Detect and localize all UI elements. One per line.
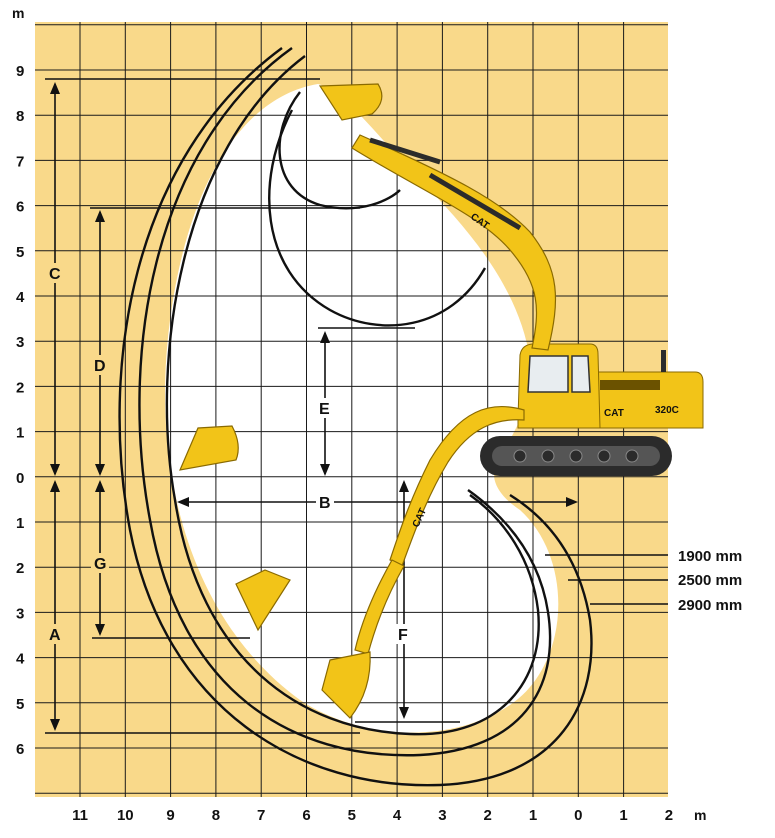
y-tick-label: 0 bbox=[16, 470, 24, 487]
arrow-g-bottom bbox=[95, 624, 105, 636]
y-tick-label: 7 bbox=[16, 153, 24, 170]
envelope-arcs bbox=[118, 47, 593, 787]
arrow-d-top bbox=[95, 210, 105, 222]
bucket-left-low bbox=[235, 569, 291, 632]
x-tick-label: 1 bbox=[619, 807, 627, 824]
upper-boom bbox=[351, 134, 557, 351]
grid-lines bbox=[35, 22, 668, 797]
y-tick-label: 1 bbox=[16, 425, 24, 442]
radius-label-2500: 2500 mm bbox=[678, 572, 742, 589]
radius-label-2900: 2900 mm bbox=[678, 597, 742, 614]
radius-leaders bbox=[545, 554, 668, 605]
y-tick-label: 6 bbox=[16, 741, 24, 758]
model-label: 320C bbox=[655, 405, 679, 416]
x-tick-label: 3 bbox=[438, 807, 446, 824]
track-rollers bbox=[513, 449, 639, 463]
lower-boom bbox=[389, 405, 525, 567]
arrow-b-right bbox=[566, 497, 578, 507]
label-d: D bbox=[94, 358, 106, 375]
body-logo: CAT bbox=[604, 408, 624, 419]
y-tick-label: 4 bbox=[16, 289, 25, 306]
y-tick-label: 3 bbox=[16, 334, 24, 351]
arc-middle bbox=[165, 55, 540, 736]
upper-boom-cylinder bbox=[369, 137, 441, 165]
label-f: F bbox=[398, 627, 408, 644]
y-axis-ticks: 9 8 7 6 5 4 3 2 1 0 1 2 3 4 5 6 bbox=[16, 63, 25, 758]
arrow-c-top bbox=[50, 82, 60, 94]
exhaust bbox=[661, 350, 666, 372]
x-tick-label: 0 bbox=[574, 807, 582, 824]
cab-window-side bbox=[571, 355, 591, 393]
x-tick-label: 11 bbox=[72, 807, 88, 824]
x-tick-label: 4 bbox=[393, 807, 402, 824]
arrow-a-bottom bbox=[50, 719, 60, 731]
x-tick-label: 10 bbox=[117, 807, 134, 824]
upper-boom-cylinder-2 bbox=[428, 172, 522, 231]
arrow-d-bottom bbox=[95, 464, 105, 476]
arrow-f-top bbox=[399, 480, 409, 492]
y-tick-label: 6 bbox=[16, 199, 24, 216]
x-tick-label: 1 bbox=[529, 807, 537, 824]
x-tick-label: 8 bbox=[212, 807, 220, 824]
y-tick-label: 2 bbox=[16, 560, 24, 577]
arrow-e-bottom bbox=[320, 464, 330, 476]
label-g: G bbox=[94, 556, 106, 573]
y-tick-label: 8 bbox=[16, 108, 24, 125]
y-tick-label: 3 bbox=[16, 605, 24, 622]
cab-window bbox=[527, 355, 569, 393]
y-tick-label: 2 bbox=[16, 379, 24, 396]
arc-inner bbox=[138, 47, 552, 757]
dimension-labels: C A D G E F B bbox=[46, 263, 413, 644]
bucket-curl-arc-top bbox=[278, 91, 401, 210]
label-c: C bbox=[49, 266, 61, 283]
x-tick-label: 2 bbox=[665, 807, 673, 824]
bucket-left-high bbox=[179, 425, 239, 471]
x-tick-label: 5 bbox=[348, 807, 356, 824]
arrow-b-left bbox=[177, 497, 189, 507]
arrow-g-top bbox=[95, 480, 105, 492]
radius-label-1900: 1900 mm bbox=[678, 548, 742, 565]
y-tick-label: 4 bbox=[16, 651, 25, 668]
x-tick-label: 2 bbox=[484, 807, 492, 824]
engine-grille bbox=[600, 380, 660, 390]
excavator: CAT 320C CAT CAT bbox=[179, 83, 704, 719]
radius-labels: 1900 mm 2500 mm 2900 mm bbox=[678, 548, 742, 614]
y-tick-label: 5 bbox=[16, 696, 24, 713]
y-tick-label: 1 bbox=[16, 515, 24, 532]
arc-outer bbox=[118, 47, 593, 787]
x-tick-label: 9 bbox=[166, 807, 174, 824]
arrow-e-top bbox=[320, 331, 330, 343]
arrow-a-top bbox=[50, 480, 60, 492]
y-tick-label: 5 bbox=[16, 244, 24, 261]
lower-bucket bbox=[321, 651, 371, 719]
label-a: A bbox=[49, 627, 61, 644]
y-axis-unit: m bbox=[12, 5, 24, 21]
label-b: B bbox=[319, 495, 331, 512]
arrow-c-bottom bbox=[50, 464, 60, 476]
arrowheads bbox=[50, 82, 578, 731]
x-tick-label: 6 bbox=[302, 807, 310, 824]
label-e: E bbox=[319, 401, 330, 418]
x-axis-unit: m bbox=[694, 807, 706, 823]
upper-bucket bbox=[318, 83, 383, 121]
dimension-lines bbox=[45, 78, 575, 734]
arrow-f-bottom bbox=[399, 707, 409, 719]
y-tick-label: 9 bbox=[16, 63, 24, 80]
bucket-curl-arc-mid bbox=[268, 109, 487, 327]
x-tick-label: 7 bbox=[257, 807, 265, 824]
